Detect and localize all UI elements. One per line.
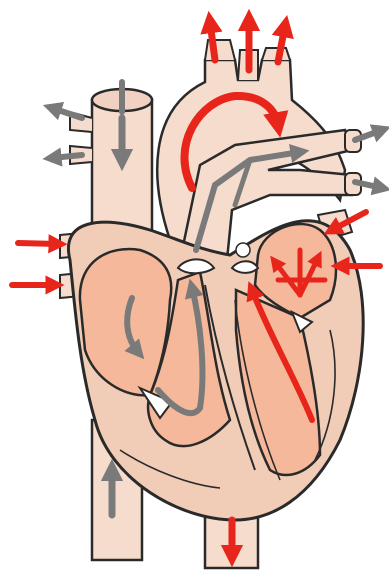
grey-arrow-icon: [52, 108, 82, 118]
red-arrow-icon: [18, 243, 58, 244]
grey-arrow-icon: [52, 155, 82, 158]
red-arrow-icon: [210, 22, 215, 60]
sinus-knobs: [236, 243, 250, 257]
